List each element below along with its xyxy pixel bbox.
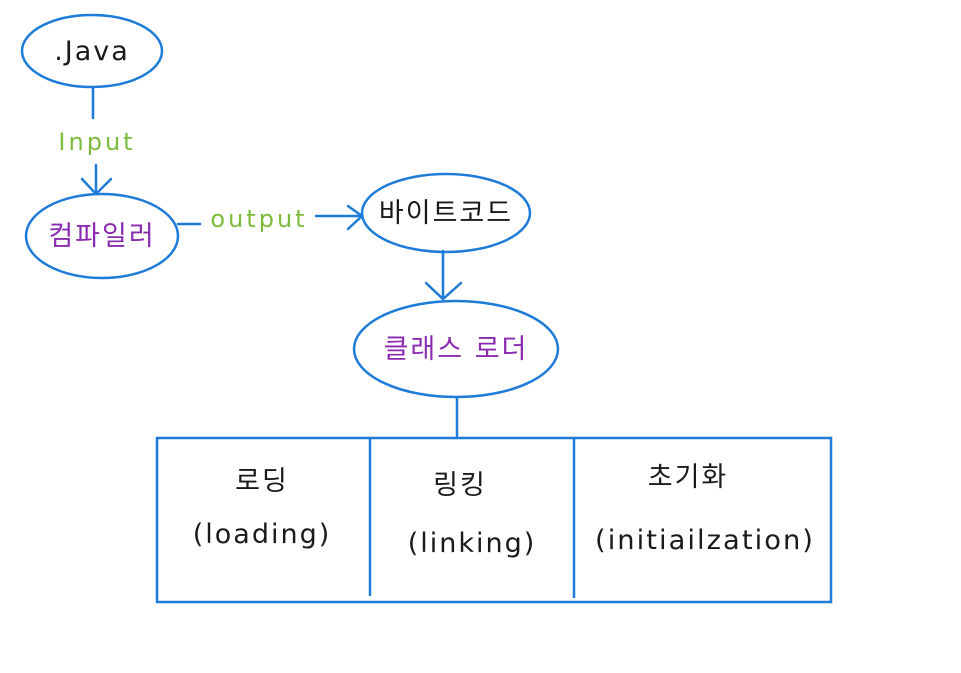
stage-loading-en: (loading): [193, 519, 332, 550]
stage-init-ko: 초기화: [648, 462, 729, 493]
bytecode-node: [360, 172, 532, 254]
classloader-label: 클래스 로더: [384, 334, 529, 365]
stage-loading-ko: 로딩: [235, 466, 289, 497]
stage-linking-en: (linking): [408, 528, 537, 559]
input-edge-label: Input: [58, 128, 135, 156]
compiler-node: [24, 192, 180, 280]
arrow-bytecode-to-classloader: [424, 249, 463, 301]
output-edge-label: output: [210, 205, 307, 233]
bytecode-label: 바이트코드: [379, 198, 513, 229]
stages-table: [155, 436, 833, 604]
java-label: .Java: [54, 36, 130, 67]
compiler-label: 컴파일러: [48, 221, 155, 252]
java-node: [20, 13, 164, 89]
stage-init-en: (initiailzation): [595, 525, 815, 556]
classloader-node: [352, 299, 560, 399]
stage-linking-ko: 링킹: [433, 470, 487, 501]
